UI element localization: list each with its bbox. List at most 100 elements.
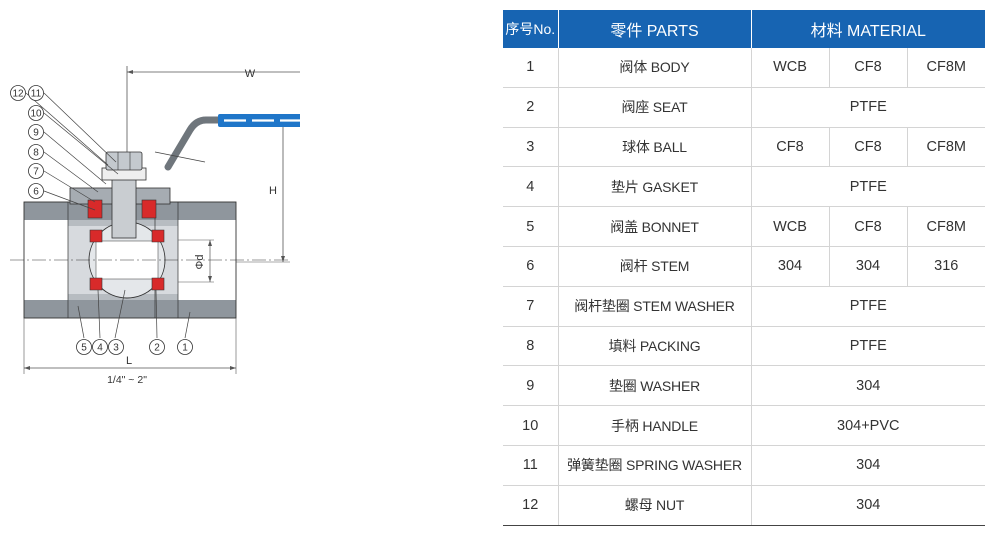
nut [105, 151, 143, 171]
material-cell: 304 [750, 246, 829, 287]
callout-circle [76, 339, 92, 355]
callout-circle [92, 339, 108, 355]
material-cell: CF8M [906, 206, 985, 247]
dimension-w-label: W [245, 68, 256, 80]
callout-number: 9 [33, 128, 39, 139]
dimension-l-label: L [126, 355, 132, 367]
callout-bubble: 4 [92, 339, 108, 355]
callout-number: 4 [97, 343, 103, 354]
part-name: 螺母 NUT [557, 485, 751, 526]
dimension-l [23, 318, 237, 374]
row-number: 6 [503, 246, 558, 287]
material-cell: CF8M [906, 48, 985, 88]
material-cell: CF8M [906, 127, 985, 168]
row-number: 10 [503, 405, 558, 446]
callout-number: 1 [182, 343, 188, 354]
header-material: 材料 MATERIAL [750, 10, 985, 48]
header-no: 序号No. [503, 10, 558, 48]
material-cell: CF8 [750, 127, 829, 168]
material-cell: 304 [750, 365, 985, 407]
callout-number: 7 [33, 167, 39, 178]
part-name: 阀盖 BONNET [557, 206, 751, 247]
stem-assembly [69, 151, 171, 239]
callout-bubble: 5 [76, 339, 92, 355]
callout-bubble: 3 [108, 339, 124, 355]
callout-circle [28, 105, 44, 121]
callout-number: 3 [113, 343, 119, 354]
callout-number: 2 [154, 343, 160, 354]
callout-bubble: 6 [28, 183, 44, 199]
callout-circle [28, 163, 44, 179]
part-name: 垫片 GASKET [557, 166, 751, 208]
row-number: 4 [503, 166, 558, 208]
material-cell: CF8 [828, 48, 907, 88]
material-cell: PTFE [750, 286, 985, 327]
callout-bubble: 1 [177, 339, 193, 355]
material-cell: CF8 [828, 127, 907, 168]
callout-number: 12 [12, 89, 24, 100]
material-cell: PTFE [750, 326, 985, 367]
material-cell: 304 [828, 246, 907, 287]
table-header-row: 序号No. 零件 PARTS 材料 MATERIAL [503, 10, 985, 48]
row-number: 7 [503, 286, 558, 327]
callout-leaders [25, 92, 191, 339]
handle [154, 114, 300, 171]
callout-circle [10, 85, 26, 101]
row-number: 1 [503, 48, 558, 88]
row-number: 12 [503, 485, 558, 526]
part-name: 阀杆垫圈 STEM WASHER [557, 286, 751, 327]
callout-bubble: 9 [28, 124, 44, 140]
callout-bubble: 8 [28, 144, 44, 160]
callout-circle [28, 124, 44, 140]
callout-circle [28, 183, 44, 199]
material-cell: 304+PVC [750, 405, 985, 446]
material-cell: WCB [750, 48, 829, 88]
material-cell: 304 [750, 485, 985, 526]
header-parts: 零件 PARTS [557, 10, 751, 48]
part-name: 手柄 HANDLE [557, 405, 751, 446]
part-name: 阀体 BODY [557, 48, 751, 88]
callout-bubble: 12 [10, 85, 26, 101]
material-cell: PTFE [750, 87, 985, 128]
material-cell: 304 [750, 445, 985, 486]
callout-number: 6 [33, 187, 39, 198]
callout-bubble: 11 [28, 85, 44, 101]
callout-number: 10 [30, 109, 42, 120]
callout-number: 5 [81, 343, 87, 354]
callout-number: 11 [31, 89, 42, 100]
row-number: 11 [503, 445, 558, 486]
callout-circle [28, 144, 44, 160]
callout-number: 8 [33, 148, 39, 159]
callout-bubble: 10 [28, 105, 44, 121]
callout-bubble: 7 [28, 163, 44, 179]
row-number: 3 [503, 127, 558, 168]
callout-circle [28, 85, 44, 101]
part-name: 垫圈 WASHER [557, 365, 751, 407]
callout-circle [108, 339, 124, 355]
material-cell: PTFE [750, 166, 985, 208]
row-number: 2 [503, 87, 558, 128]
callout-circle [177, 339, 193, 355]
callouts-left: 12 11 10 9 8 7 6 [10, 85, 44, 199]
part-name: 填料 PACKING [557, 326, 751, 367]
material-cell: CF8 [828, 206, 907, 247]
row-number: 8 [503, 326, 558, 367]
seat-seal [89, 229, 103, 243]
row-number: 9 [503, 365, 558, 407]
row-number: 5 [503, 206, 558, 247]
part-name: 球体 BALL [557, 127, 751, 168]
dimension-h-label: H [269, 185, 277, 197]
size-range-label: 1/4" ~ 2" [107, 374, 147, 386]
